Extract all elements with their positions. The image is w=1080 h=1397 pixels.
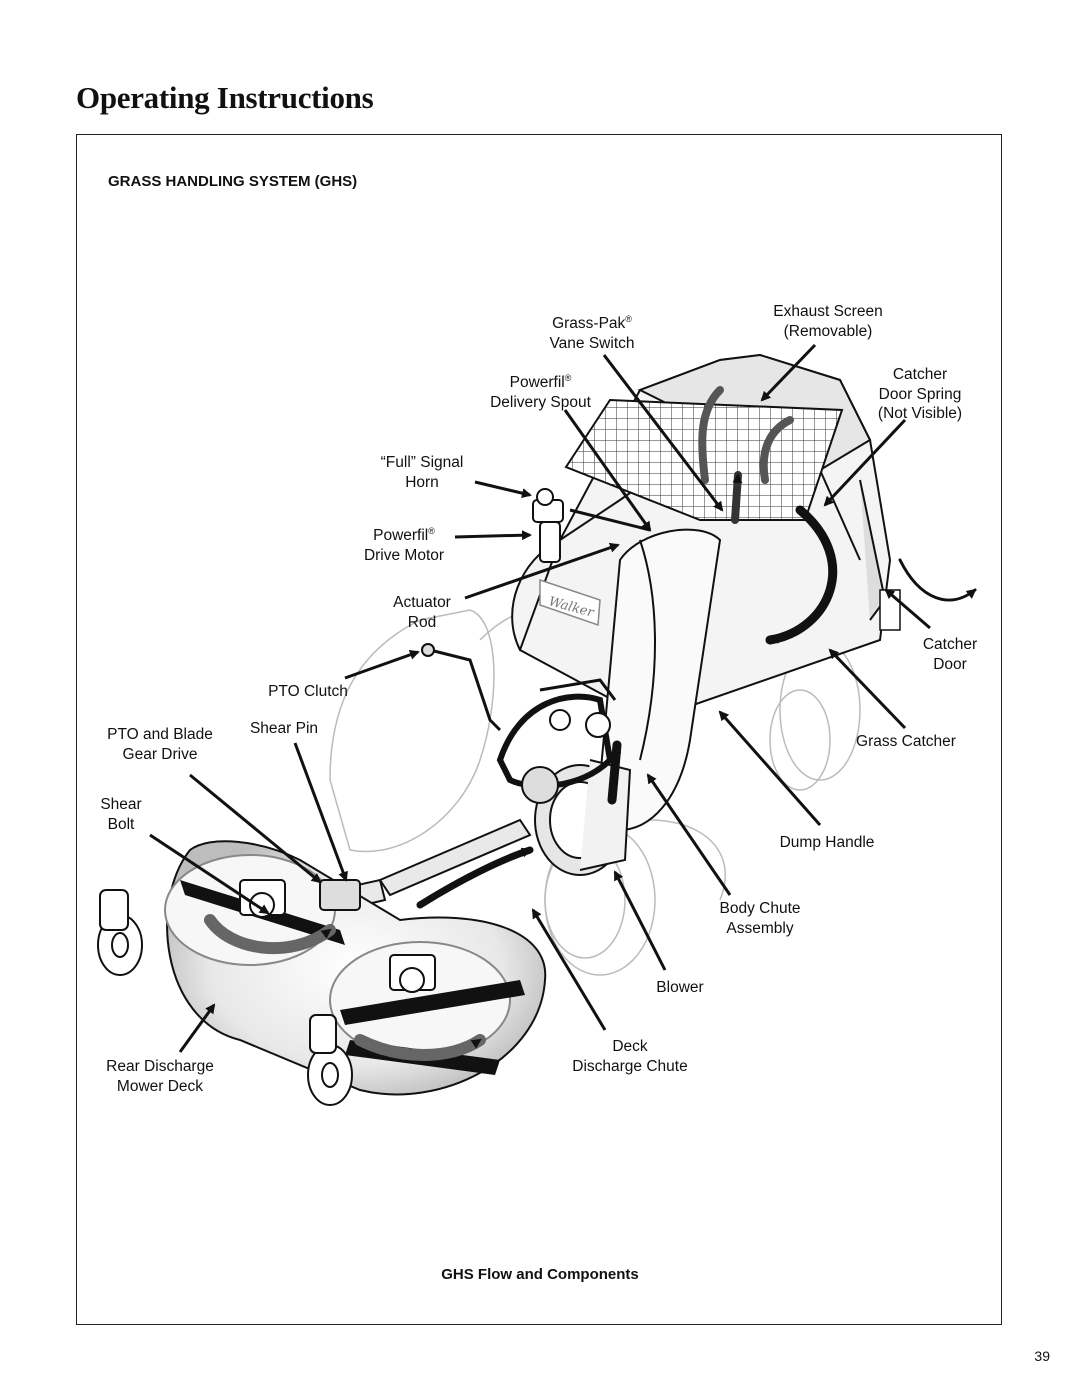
label-shear-bolt: Shear Bolt — [100, 796, 142, 833]
belt-drive — [496, 693, 614, 804]
page-title: Operating Instructions — [76, 80, 374, 115]
label-blower: Blower — [656, 979, 704, 996]
label-actuator-rod: Actuator Rod — [393, 594, 451, 631]
airflow-arrows — [698, 386, 977, 602]
caster-wheels — [97, 889, 353, 1106]
label-shear-pin: Shear Pin — [249, 720, 319, 737]
deck-flow-arrows — [204, 914, 486, 1061]
label-pto-clutch: PTO Clutch — [268, 683, 348, 700]
figure-frame — [76, 134, 1002, 1325]
label-grass-pak-vane-switch: Grass-Pak® Vane Switch — [549, 313, 635, 352]
label-body-chute-assembly: Body Chute Assembly — [719, 900, 801, 937]
page-number: 39 — [1034, 1348, 1050, 1364]
figure-caption: GHS Flow and Components — [441, 1266, 639, 1283]
control-components — [421, 488, 651, 732]
chute-flow-arrows — [416, 740, 622, 909]
label-exhaust-screen: Exhaust Screen (Removable) — [773, 303, 883, 340]
leader-lines — [149, 343, 931, 1053]
label-pto-and-blade-gear-drive: PTO and Blade Gear Drive — [107, 726, 213, 763]
section-title: GRASS HANDLING SYSTEM (GHS) — [108, 173, 358, 190]
label-rear-discharge-mower-deck: Rear Discharge Mower Deck — [106, 1058, 214, 1095]
label-dump-handle: Dump Handle — [779, 834, 875, 851]
body-chute — [598, 528, 722, 832]
blower-housing — [534, 759, 632, 876]
label-grass-catcher: Grass Catcher — [856, 733, 956, 750]
label-powerfil-delivery-spout: Powerfil® Delivery Spout — [490, 372, 591, 411]
label-powerfil-drive-motor: Powerfil® Drive Motor — [363, 525, 445, 564]
label-full-signal-horn: “Full” Signal Horn — [380, 454, 464, 491]
label-catcher-door-spring: Catcher Door Spring (Not Visible) — [877, 366, 963, 422]
label-catcher-door: Catcher Door — [922, 636, 978, 673]
label-deck-discharge-chute: Deck Discharge Chute — [572, 1038, 688, 1075]
catcher-flow-arrow — [765, 505, 838, 645]
